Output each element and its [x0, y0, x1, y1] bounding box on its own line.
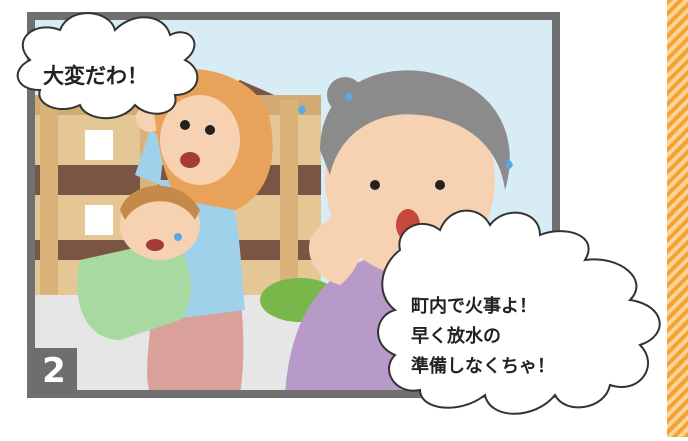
- right-bubble-line-3: 準備しなくちゃ！: [411, 356, 555, 377]
- right-bubble-text: 町内で火事よ！ 早く放水の 準備しなくちゃ！: [411, 292, 555, 382]
- speech-bubble-right: [377, 209, 661, 415]
- panel-number-badge: 2: [31, 348, 77, 394]
- sweat-drops: [298, 92, 513, 169]
- decorative-edge-stripe: [667, 0, 688, 437]
- speech-bubble-left: [16, 12, 199, 120]
- right-bubble-line-1: 町内で火事よ！: [411, 296, 537, 317]
- left-bubble-text: 大変だわ！: [43, 64, 148, 88]
- panel-frame: [27, 12, 560, 398]
- baby-figure: [77, 185, 200, 340]
- right-bubble-line-2: 早く放水の: [411, 326, 501, 347]
